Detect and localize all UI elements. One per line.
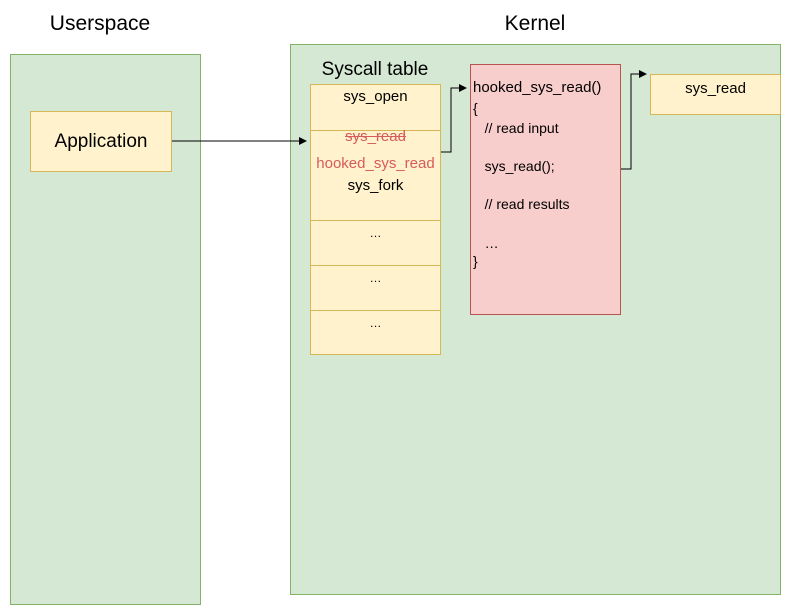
hooked-sys-read-box: hooked_sys_read() { // read input sys_re… (470, 64, 621, 315)
sys-read-target-box[interactable]: sys_read (650, 74, 781, 115)
syscall-entry-sys-read-group: sys_read hooked_sys_read (311, 128, 440, 176)
code-line-read-input-comment: // read input (473, 120, 559, 136)
application-label: Application (54, 130, 148, 152)
code-line-sys-read-call: sys_read(); (473, 158, 555, 174)
syscall-entry-ellipsis-2: … (311, 265, 440, 310)
sys-read-target-label: sys_read (685, 80, 746, 97)
code-line-read-results-comment: // read results (473, 196, 570, 212)
syscall-entry-sys-read-strikethrough: sys_read (345, 128, 406, 145)
userspace-title: Userspace (49, 12, 151, 35)
code-line-ellipsis: … (473, 235, 499, 251)
application-box[interactable]: Application (30, 111, 172, 172)
syscall-entry-ellipsis-3: … (311, 310, 440, 355)
code-line-close-brace: } (473, 253, 478, 269)
code-line-signature: hooked_sys_read() (473, 79, 602, 96)
kernel-title: Kernel (504, 12, 566, 35)
arrow-table-to-hooked-function (441, 84, 467, 153)
syscall-table-title: Syscall table (321, 59, 429, 80)
syscall-entry-sys-fork: sys_fork (347, 177, 404, 194)
arrow-hook-to-original-sys-read (621, 70, 647, 170)
syscall-entry-sys-open: sys_open (343, 88, 408, 105)
syscall-entry-ellipsis-1: … (311, 220, 440, 265)
syscall-table: sys_open sys_read hooked_sys_read sys_fo… (310, 84, 441, 355)
code-line-open-brace: { (473, 100, 478, 116)
syscall-entry-hooked-sys-read: hooked_sys_read (316, 155, 435, 172)
